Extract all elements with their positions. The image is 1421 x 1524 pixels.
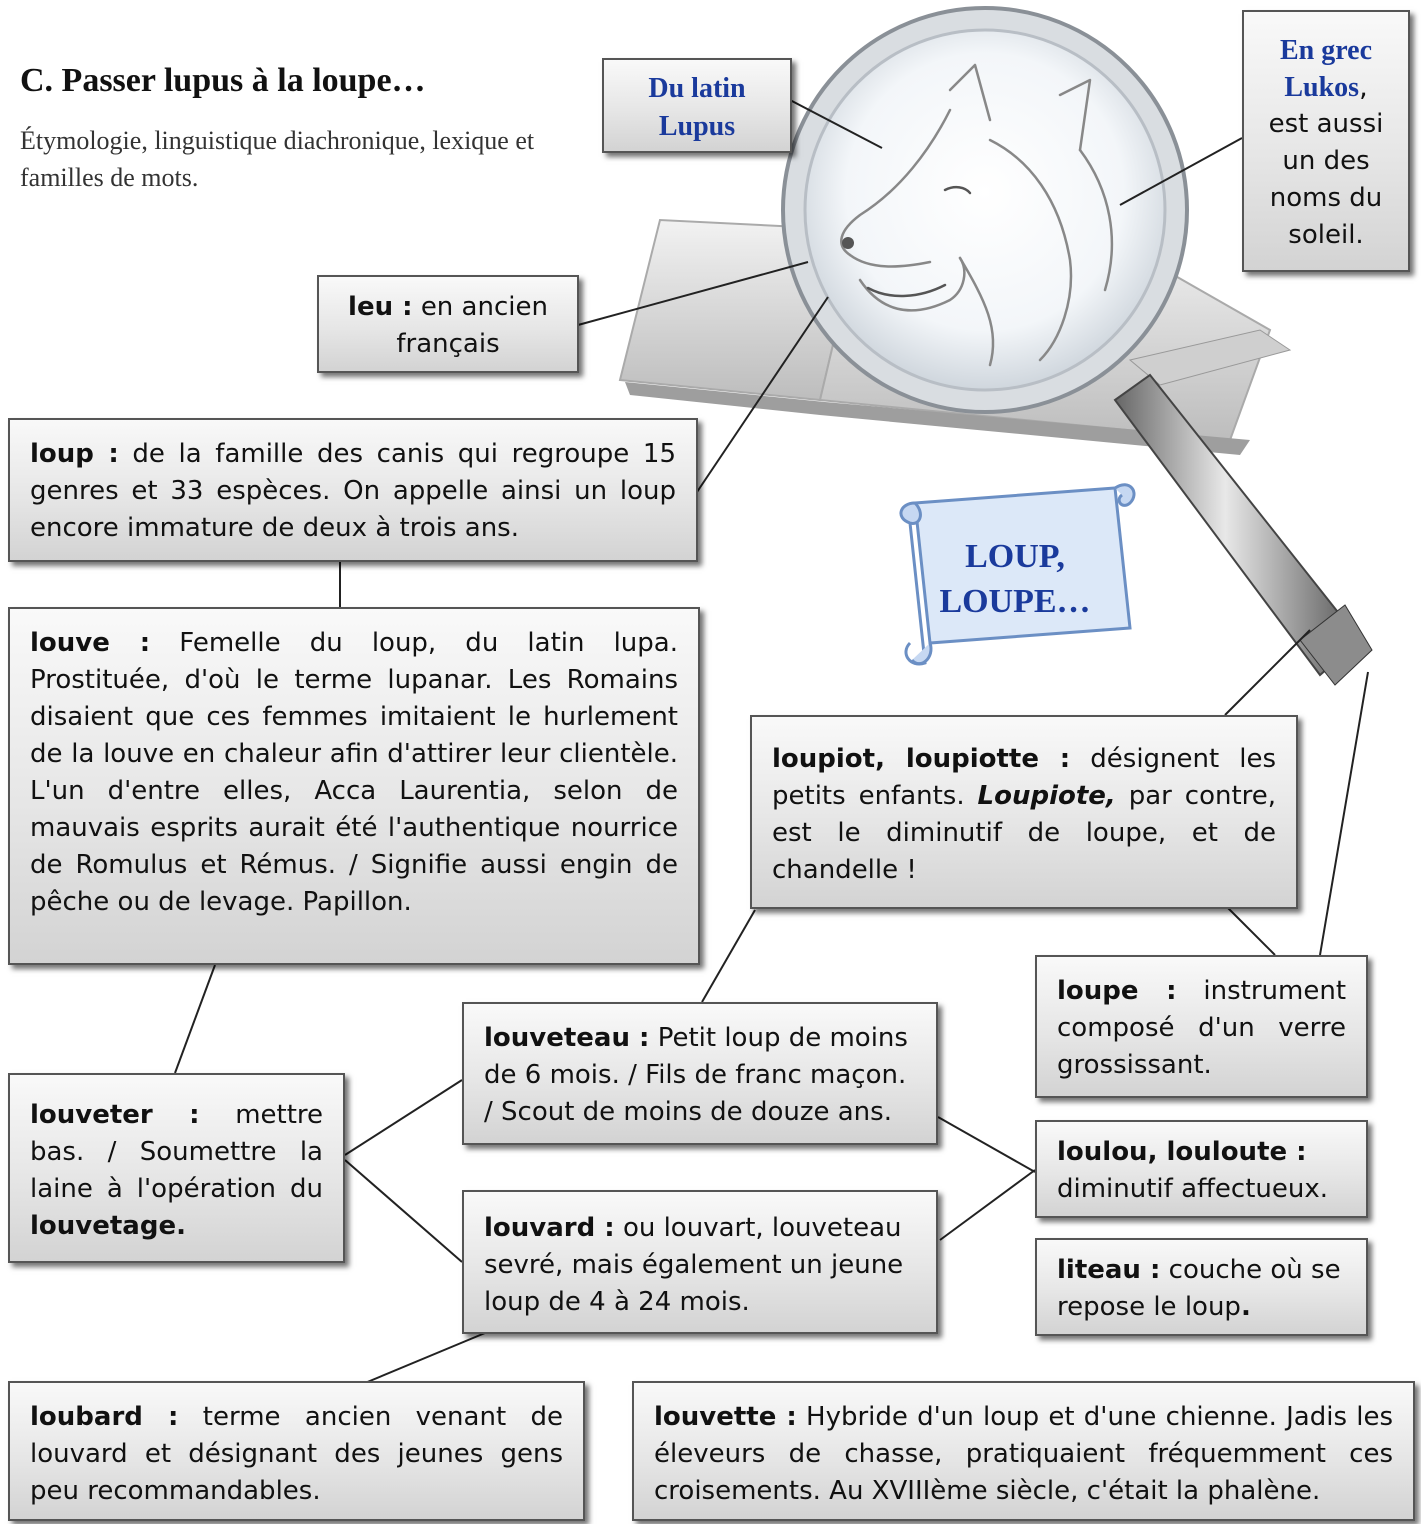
loubard-def: terme ancien venant de louvard et désign… [30,1402,563,1506]
line-louvard-loulou [939,1169,1036,1241]
loupiot-def2: par contre, est le diminutif de loupe, e… [772,781,1277,885]
page-title: C. Passer lupus à la loupe… [20,62,426,99]
latin-line-2: Lupus [658,111,736,142]
louveter-term2: louvetage. [30,1211,186,1241]
louveteau-def: Petit loup de moins de 6 mois. / Fils de… [484,1023,908,1127]
line-handle-loupiot [1224,629,1311,716]
entry-louve: louve : Femelle du loup, du latin lupa. … [8,607,700,965]
line-louve-louveter [174,964,216,1074]
louvard-term: louvard : [484,1213,615,1243]
entry-liteau: liteau : couche où se repose le loup. [1035,1238,1368,1336]
louve-def: Femelle du loup, du latin lupa. Prostitu… [30,628,678,917]
grec-callout: En grec Lukos, est aussi un des noms du … [1242,10,1410,272]
entry-loup: loup : de la famille des canis qui regro… [8,418,698,562]
line-loupiot-loupe [1227,907,1276,956]
louvette-term: louvette : [654,1402,797,1432]
loup-def: de la famille des canis qui regroupe 15 … [30,439,676,543]
scroll-banner: LOUP, LOUPE… [890,478,1140,673]
loubard-term: loubard : [30,1402,179,1432]
entry-loupe: loupe : instrument composé d'un verre gr… [1035,955,1368,1098]
loupiot-term: loupiot, loupiotte : [772,744,1071,774]
liteau-suffix: . [1240,1292,1251,1322]
entry-loulou: loulou, louloute : diminutif affectueux. [1035,1120,1368,1218]
magnifier-illustration [618,6,1373,686]
loulou-def: diminutif affectueux. [1057,1174,1329,1204]
line-louveter-louvard [344,1159,463,1263]
grec-title-1: En grec [1279,35,1373,66]
loulou-term: loulou, louloute : [1057,1137,1307,1167]
liteau-def: couche où se repose le loup [1057,1255,1341,1322]
line-louveter-louveteau [344,1079,463,1156]
loup-term: loup : [30,439,119,469]
entry-louveter: louveter : mettre bas. / Soumettre la la… [8,1073,345,1263]
leu-term: leu : [348,292,413,322]
louvard-def: ou louvart, louveteau sevré, mais égalem… [484,1213,904,1317]
line-louvard-loubard [364,1332,486,1384]
louveter-def: mettre bas. / Soumettre la laine à l'opé… [30,1100,324,1204]
scroll-line-1: LOUP, [965,538,1065,575]
scroll-icon [899,483,1136,666]
louveteau-term: louveteau : [484,1023,650,1053]
entry-louveteau: louveteau : Petit loup de moins de 6 moi… [462,1002,938,1145]
grec-rest: est aussi un des noms du soleil. [1268,109,1384,250]
loupe-term: loupe : [1057,976,1177,1006]
entry-louvard: louvard : ou louvart, louveteau sevré, m… [462,1190,938,1334]
entry-loupiot: loupiot, loupiotte : désignent les petit… [750,715,1298,909]
line-grec-lens [1119,137,1243,206]
liteau-term: liteau : [1057,1255,1161,1285]
latin-callout: Du latin Lupus [602,58,792,153]
line-louveteau-loulou [937,1116,1036,1173]
entry-loubard: loubard : terme ancien venant de louvard… [8,1381,585,1521]
loupiot-def: désignent les petits enfants. [772,744,1277,811]
louvette-def: Hybride d'un loup et d'une chienne. Jadi… [654,1402,1393,1506]
line-latin-lens [789,99,883,149]
line-leu-lens [577,261,809,326]
grec-title-2: Lukos [1284,72,1360,103]
louveter-term: louveter : [30,1100,200,1130]
entry-leu: leu : en ancien français [317,275,579,373]
wolf-icon [840,63,1114,367]
leu-def: en ancien français [396,292,548,359]
page-subtitle: Étymologie, linguistique diachronique, l… [20,126,535,192]
line-louveteau-loupiot [701,909,756,1003]
line-handle-loupe [1319,671,1369,956]
latin-line-1: Du latin [648,73,746,104]
scroll-line-2: LOUPE… [939,583,1091,620]
entry-louvette: louvette : Hybride d'un loup et d'une ch… [632,1381,1415,1521]
louve-term: louve : [30,628,151,658]
loupe-def: instrument composé d'un verre grossissan… [1057,976,1347,1080]
magnifier-handle [1113,373,1373,686]
line-loup-lens [696,296,829,493]
loupiot-term2: Loupiote, [977,781,1116,811]
